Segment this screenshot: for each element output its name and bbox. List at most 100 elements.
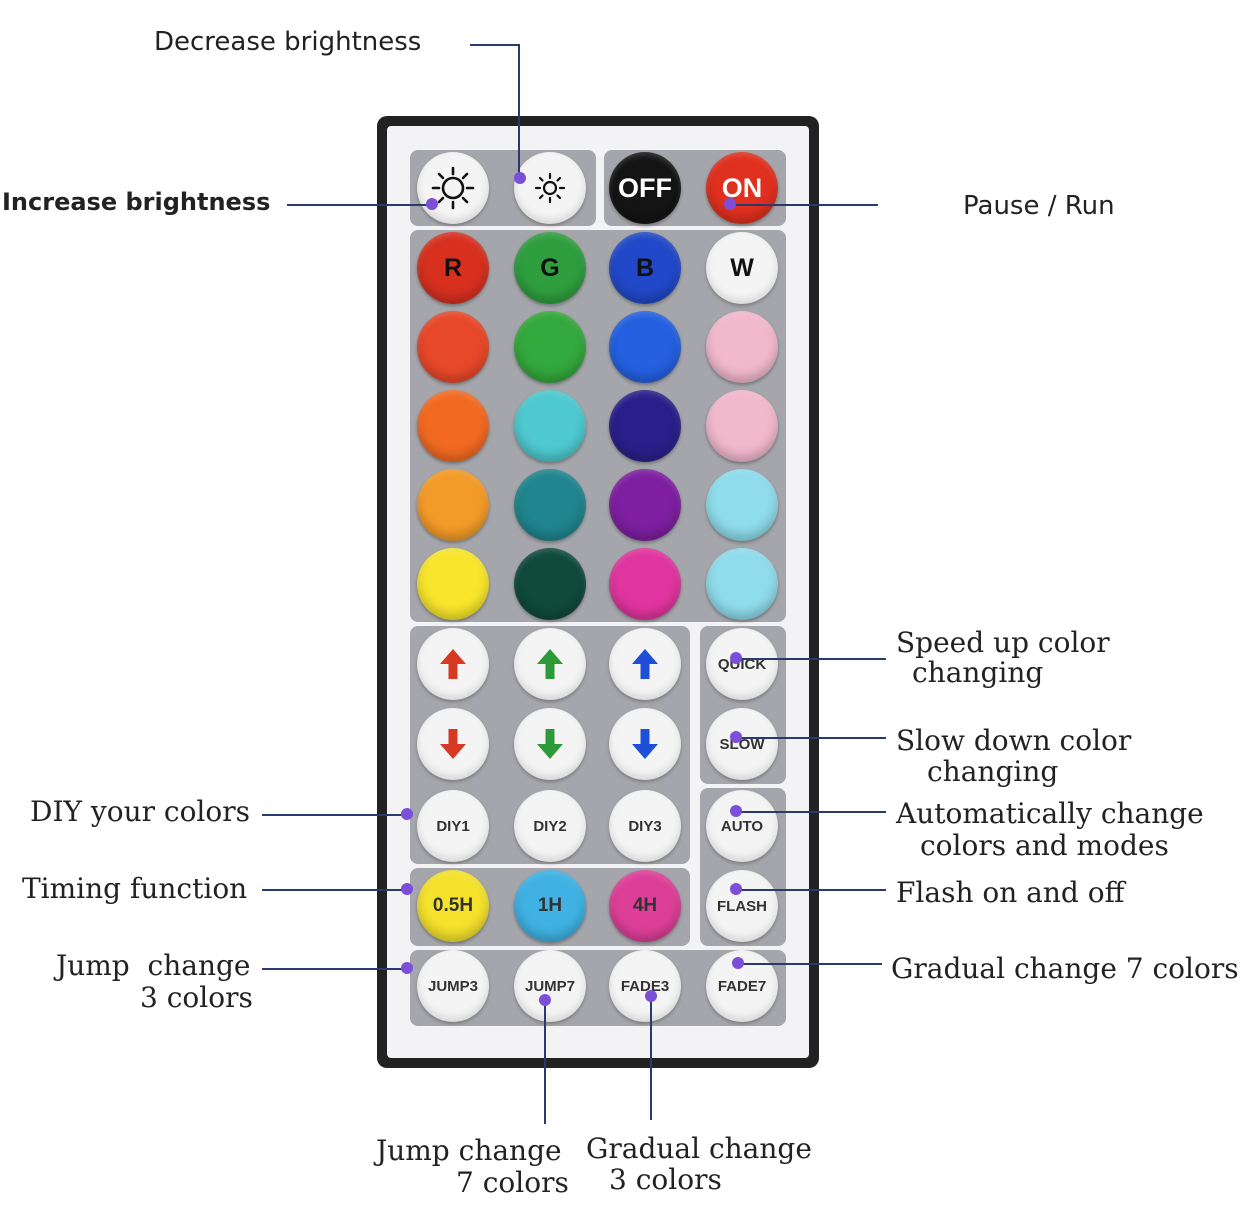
leader-line bbox=[736, 737, 886, 739]
flash-label-callout: Flash on and off bbox=[896, 876, 1125, 909]
color-button-green[interactable]: G bbox=[514, 232, 586, 304]
blue-up-button[interactable] bbox=[609, 628, 681, 700]
color-button[interactable] bbox=[514, 311, 586, 383]
jump3-label-line2: 3 colors bbox=[140, 981, 253, 1014]
callout-dot bbox=[732, 957, 744, 969]
sun-large-icon bbox=[431, 166, 475, 210]
color-button[interactable] bbox=[609, 548, 681, 620]
timer-1h-button[interactable]: 1H bbox=[514, 870, 586, 942]
jump3-button[interactable]: JUMP3 bbox=[417, 950, 489, 1022]
color-button[interactable] bbox=[706, 311, 778, 383]
callout-dot bbox=[645, 990, 657, 1002]
color-button-blue[interactable]: B bbox=[609, 232, 681, 304]
color-button-red[interactable]: R bbox=[417, 232, 489, 304]
decrease-brightness-label: Decrease brightness bbox=[154, 27, 422, 57]
quick-button[interactable]: QUICK bbox=[706, 628, 778, 700]
on-label: ON bbox=[721, 172, 763, 203]
flash-label: FLASH bbox=[717, 897, 767, 915]
leader-line bbox=[262, 889, 407, 891]
diy1-button[interactable]: DIY1 bbox=[417, 790, 489, 862]
slow-button[interactable]: SLOW bbox=[706, 708, 778, 780]
callout-dot bbox=[401, 883, 413, 895]
increase-brightness-button[interactable] bbox=[417, 152, 489, 224]
auto-change-label-line1: Automatically change bbox=[896, 797, 1204, 830]
callout-dot bbox=[730, 731, 742, 743]
flash-button[interactable]: FLASH bbox=[706, 870, 778, 942]
off-button[interactable]: OFF bbox=[609, 152, 681, 224]
decrease-brightness-button[interactable] bbox=[514, 152, 586, 224]
green-down-button[interactable] bbox=[514, 708, 586, 780]
color-button[interactable] bbox=[514, 548, 586, 620]
arrow-down-icon bbox=[440, 729, 466, 759]
fade3-label: FADE3 bbox=[620, 977, 670, 995]
auto-button[interactable]: AUTO bbox=[706, 790, 778, 862]
speed-up-label-line2: changing bbox=[912, 656, 1044, 689]
callout-dot bbox=[401, 962, 413, 974]
leader-line bbox=[736, 658, 886, 660]
callout-dot bbox=[539, 994, 551, 1006]
color-button[interactable] bbox=[609, 390, 681, 462]
diy3-label: DIY3 bbox=[628, 817, 662, 835]
white-label: W bbox=[730, 253, 754, 282]
timer-4h-button[interactable]: 4H bbox=[609, 870, 681, 942]
jump3-label: JUMP3 bbox=[427, 977, 479, 995]
gradual-7-label: Gradual change 7 colors bbox=[891, 952, 1239, 985]
jump7-label-line1: Jump change bbox=[376, 1134, 562, 1167]
color-button-white[interactable]: W bbox=[706, 232, 778, 304]
leader-line bbox=[287, 204, 433, 206]
diy-label: DIY your colors bbox=[30, 795, 250, 828]
diy3-button[interactable]: DIY3 bbox=[609, 790, 681, 862]
color-button[interactable] bbox=[609, 469, 681, 541]
increase-brightness-label: Increase brightness bbox=[2, 188, 271, 216]
diy1-label: DIY1 bbox=[436, 817, 470, 835]
fade3-button[interactable]: FADE3 bbox=[609, 950, 681, 1022]
timer-1h-label: 1H bbox=[537, 895, 563, 916]
timer-4h-label: 4H bbox=[632, 895, 658, 916]
red-up-button[interactable] bbox=[417, 628, 489, 700]
color-button[interactable] bbox=[417, 311, 489, 383]
timer-05h-button[interactable]: 0.5H bbox=[417, 870, 489, 942]
color-button[interactable] bbox=[706, 548, 778, 620]
slow-down-label-line1: Slow down color bbox=[896, 724, 1132, 757]
leader-line bbox=[262, 968, 407, 970]
color-button[interactable] bbox=[417, 469, 489, 541]
auto-label: AUTO bbox=[720, 817, 764, 835]
color-button[interactable] bbox=[514, 390, 586, 462]
off-label: OFF bbox=[618, 172, 672, 203]
leader-line bbox=[262, 814, 407, 816]
arrow-up-icon bbox=[537, 649, 563, 679]
leader-line bbox=[738, 963, 882, 965]
diy2-button[interactable]: DIY2 bbox=[514, 790, 586, 862]
green-label: G bbox=[540, 253, 560, 282]
sun-small-icon bbox=[534, 172, 566, 204]
red-down-button[interactable] bbox=[417, 708, 489, 780]
leader-line bbox=[518, 44, 520, 178]
arrow-up-icon bbox=[440, 649, 466, 679]
color-button[interactable] bbox=[417, 548, 489, 620]
leader-line bbox=[650, 996, 652, 1120]
color-button[interactable] bbox=[706, 390, 778, 462]
color-button[interactable] bbox=[417, 390, 489, 462]
red-label: R bbox=[443, 253, 463, 282]
leader-line bbox=[736, 811, 886, 813]
fade3-label-line2: 3 colors bbox=[609, 1163, 722, 1196]
color-button[interactable] bbox=[514, 469, 586, 541]
arrow-down-icon bbox=[632, 729, 658, 759]
callout-dot bbox=[730, 805, 742, 817]
callout-dot bbox=[514, 172, 526, 184]
speed-up-label-line1: Speed up color bbox=[896, 626, 1110, 659]
leader-line bbox=[544, 1000, 546, 1124]
slow-down-label-line2: changing bbox=[927, 755, 1059, 788]
color-button[interactable] bbox=[706, 469, 778, 541]
callout-dot bbox=[730, 883, 742, 895]
jump7-button[interactable]: JUMP7 bbox=[514, 950, 586, 1022]
jump7-label-line2: 7 colors bbox=[456, 1166, 569, 1199]
leader-line bbox=[736, 889, 886, 891]
timing-label: Timing function bbox=[22, 872, 248, 905]
green-up-button[interactable] bbox=[514, 628, 586, 700]
blue-down-button[interactable] bbox=[609, 708, 681, 780]
color-button[interactable] bbox=[609, 311, 681, 383]
jump3-label-line1: Jump change bbox=[56, 949, 251, 982]
leader-line bbox=[730, 204, 878, 206]
on-button[interactable]: ON bbox=[706, 152, 778, 224]
